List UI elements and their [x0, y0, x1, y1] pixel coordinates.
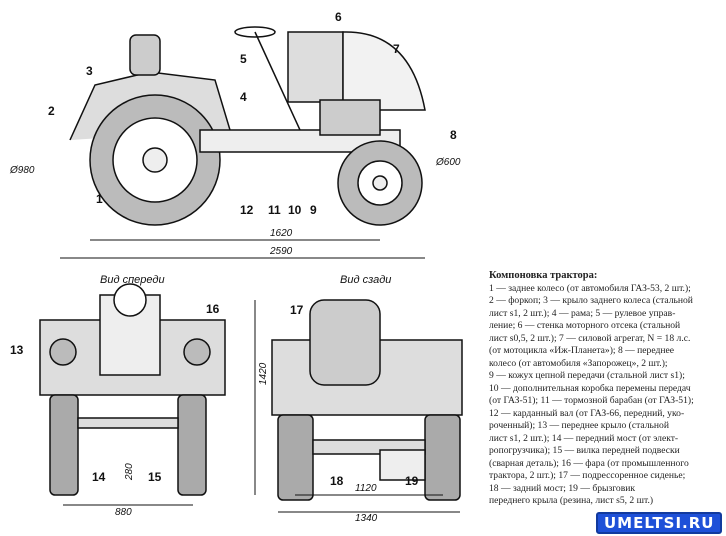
callout-9: 9 — [310, 203, 317, 217]
legend-line: (сварная деталь); 16 — фара (от промышле… — [489, 457, 689, 469]
legend-line: роченный); 13 — переднее крыло (стальной — [489, 420, 669, 431]
legend-line: ропогрузчика); 15 — вилка передней подве… — [489, 445, 680, 456]
legend-line: ление; 6 — стенка моторного отсека (стал… — [489, 320, 681, 331]
callout-11: 11 — [268, 203, 281, 217]
legend-title: Компоновка трактора: — [489, 270, 598, 281]
rear-track-dimension: 1120 — [355, 483, 377, 494]
legend-line: трактора, 2 шт.); 17 — подрессоренное си… — [489, 470, 686, 481]
front-view-title: Вид спереди — [100, 274, 165, 286]
legend-line: колесо (от автомобиля «Запорожец», 2 шт.… — [489, 357, 668, 369]
rear-wheel-diameter: Ø980 — [10, 165, 35, 176]
seat — [129, 34, 161, 76]
legend-line: 2 — форкоп; 3 — крыло заднего колеса (ст… — [489, 295, 693, 306]
callout-5: 5 — [240, 52, 247, 66]
front-view — [39, 283, 256, 506]
legend-line: 12 — карданный вал (от ГАЗ-66, передний,… — [489, 407, 685, 419]
legend-line: лист s0,5, 2 шт.); 7 — силовой агрегат, … — [489, 332, 691, 344]
callout-2: 2 — [48, 104, 55, 118]
legend-line: лист s1, 2 шт.); 14 — передний мост (от … — [489, 432, 679, 444]
steering-column — [254, 31, 301, 131]
callout-4: 4 — [240, 90, 247, 104]
callout-15: 15 — [148, 470, 162, 484]
callout-18: 18 — [330, 474, 344, 488]
legend-line: (от ГАЗ-51); 11 — тормозной барабан (от … — [489, 395, 694, 406]
engine-wall — [287, 31, 344, 103]
legend-line: 9 — кожух цепной передачи (стальной лист… — [489, 370, 685, 381]
callout-6: 6 — [335, 10, 342, 24]
width-dimension: 1340 — [355, 513, 378, 524]
legend-line: лист s1, 2 шт.); 4 — рама; 5 — рулевое у… — [489, 307, 676, 319]
callout-1: 1 — [96, 192, 103, 206]
clearance-dimension: 280 — [124, 463, 135, 480]
callout-7: 7 — [393, 42, 400, 56]
callout-8: 8 — [450, 128, 457, 142]
callout-3: 3 — [86, 64, 93, 78]
callout-16: 16 — [206, 302, 220, 316]
rear-view-title: Вид сзади — [340, 274, 392, 286]
callout-12: 12 — [240, 203, 254, 217]
wheelbase-dimension: 1620 — [270, 228, 293, 239]
callout-19: 19 — [405, 474, 419, 488]
legend-line: 18 — задний мост; 19 — брызговик — [489, 482, 636, 494]
callout-13: 13 — [10, 343, 24, 357]
legend-line: (от мотоцикла «Иж-Планета»); 8 — передне… — [489, 345, 675, 356]
legend-line: 10 — дополнительная коробка перемены пер… — [489, 382, 691, 394]
length-dimension: 2590 — [270, 246, 293, 257]
callout-17: 17 — [290, 303, 304, 317]
legend-line: 1 — заднее колесо (от автомобиля ГАЗ-53,… — [489, 282, 691, 294]
callout-10: 10 — [288, 203, 302, 217]
watermark: UMELTSI.RU — [596, 512, 723, 534]
legend-text: Компоновка трактора: 1 — заднее колесо (… — [489, 270, 723, 508]
height-dimension: 1420 — [258, 362, 269, 385]
side-view — [60, 26, 426, 259]
callout-14: 14 — [92, 470, 106, 484]
power-unit — [319, 99, 381, 136]
front-track-dimension: 880 — [115, 507, 132, 518]
legend-line: переднего крыла (резина, лист s5, 2 шт.) — [489, 495, 654, 506]
front-wheel-diameter: Ø600 — [436, 157, 461, 168]
rear-view — [271, 299, 463, 513]
